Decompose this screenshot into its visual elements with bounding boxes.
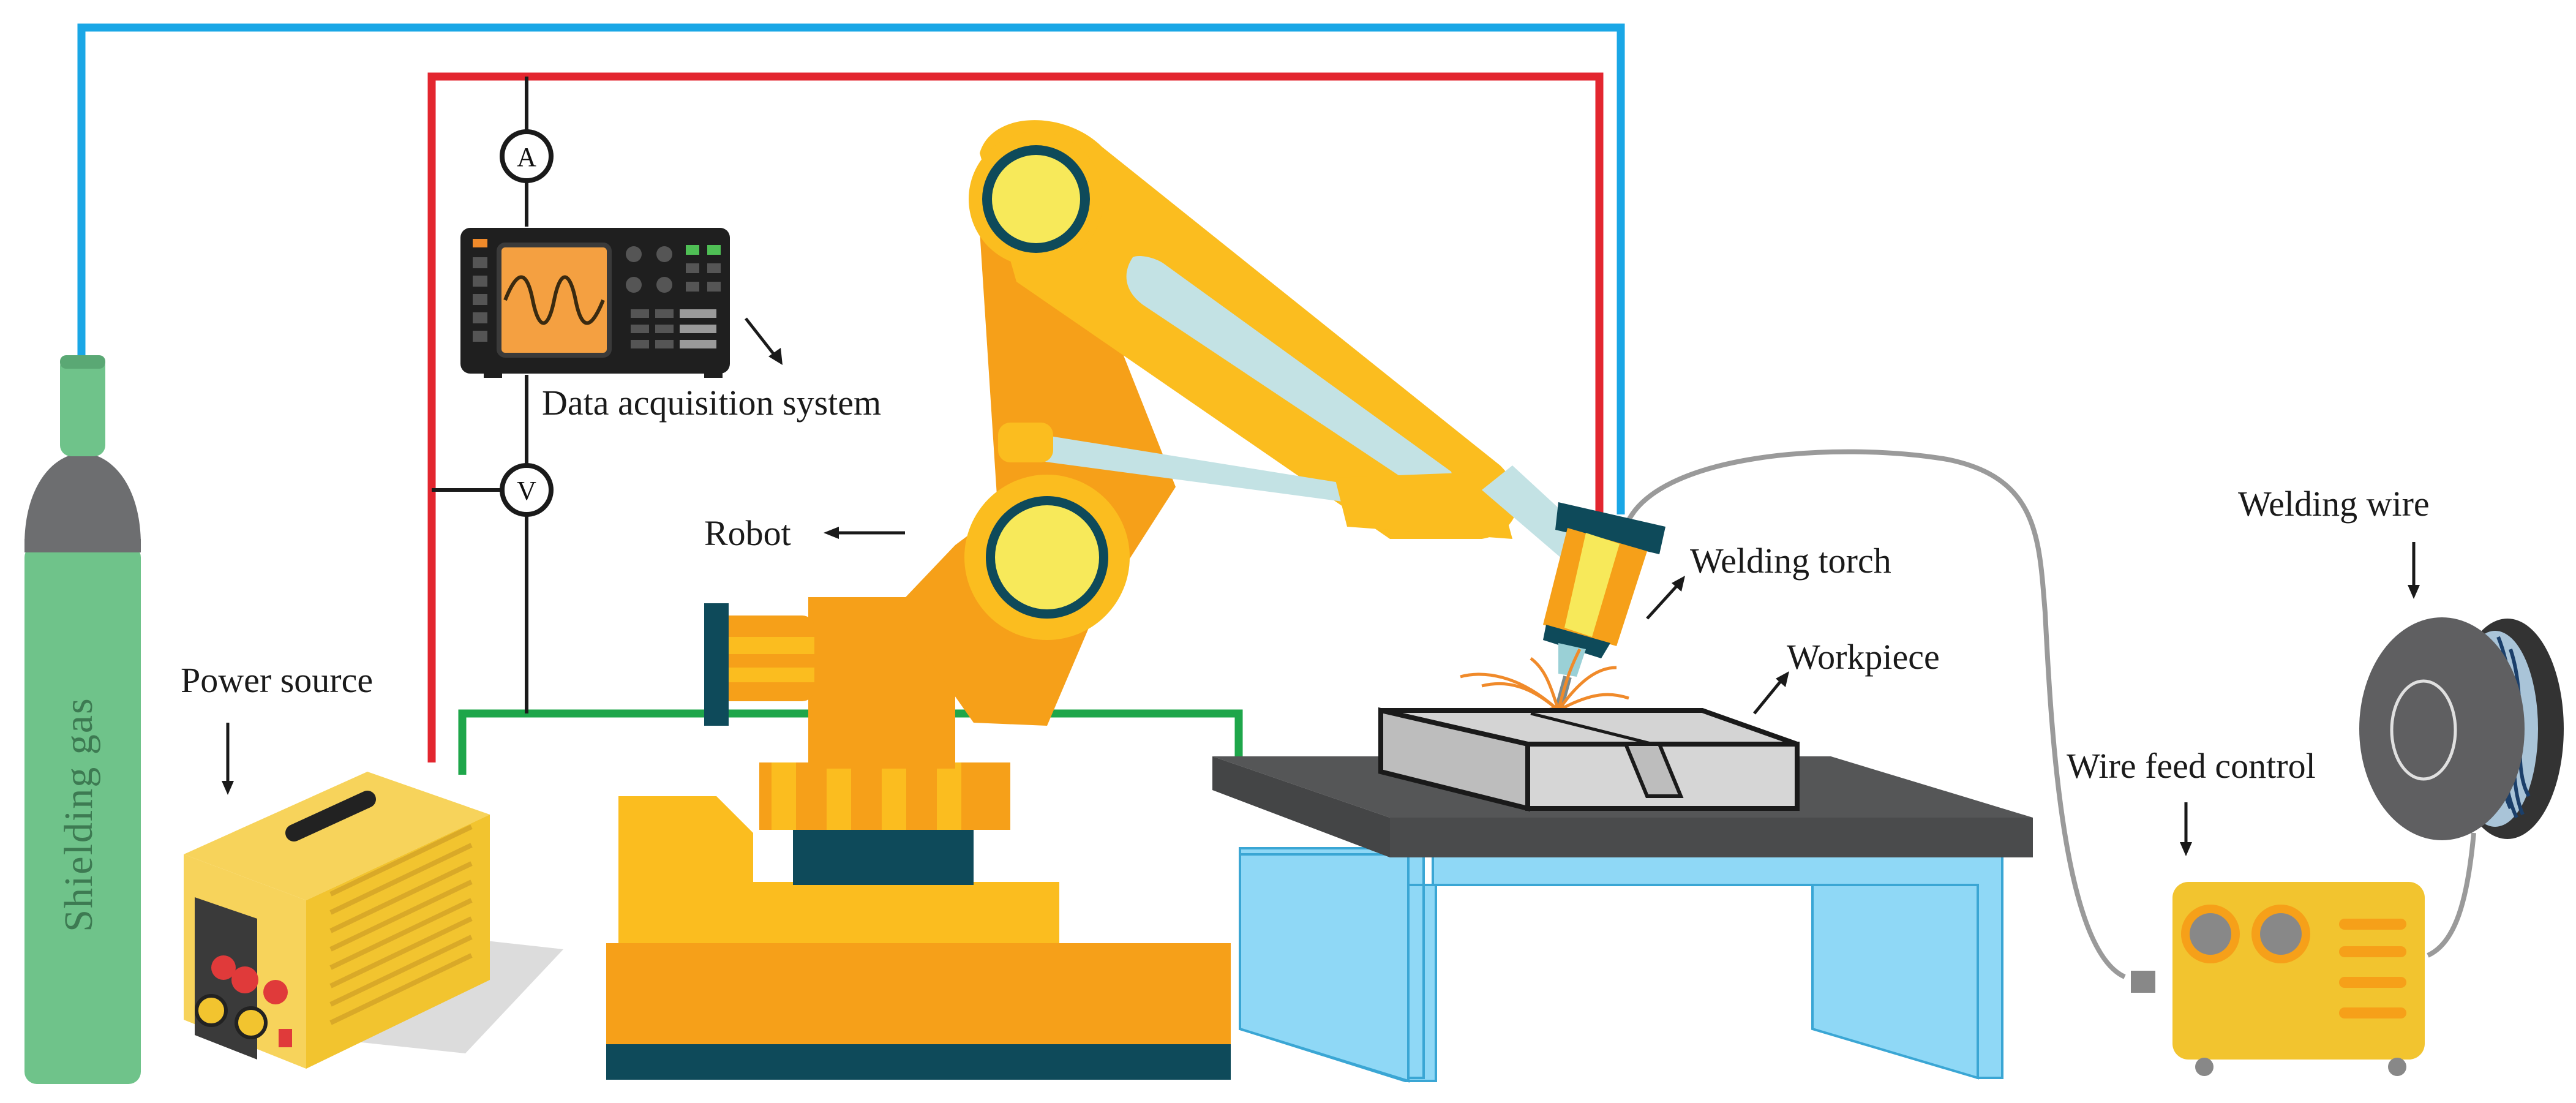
positive-current-line xyxy=(427,72,1604,762)
power-source-label: Power source xyxy=(181,660,373,700)
welding-wire-label: Welding wire xyxy=(2238,484,2430,524)
voltmeter: V xyxy=(500,463,554,517)
wire-feed-control-label: Wire feed control xyxy=(2067,746,2316,786)
arrow-down-icon xyxy=(222,723,234,795)
gas-cylinder-icon: Shielding gas xyxy=(24,355,141,1084)
data-acquisition-label: Data acquisition system xyxy=(542,383,881,423)
welding-torch-label: Welding torch xyxy=(1690,541,1891,581)
robot-label: Robot xyxy=(704,513,791,553)
arrow-up-right-workpiece-icon xyxy=(1753,671,1789,715)
ammeter-symbol: A xyxy=(517,142,536,172)
arrow-down-spool-icon xyxy=(2408,542,2420,599)
spool-cable xyxy=(2427,832,2476,958)
arrow-diagonal-icon xyxy=(745,317,783,365)
voltmeter-symbol: V xyxy=(517,476,536,506)
workpiece-label: Workpiece xyxy=(1787,637,1940,677)
ammeter: A xyxy=(500,129,554,183)
voltmeter-lead xyxy=(432,375,528,713)
welding-arc-sparks xyxy=(1460,648,1629,712)
arrow-up-right-icon xyxy=(1646,576,1685,620)
wire-spool-icon xyxy=(2359,617,2564,840)
shielding-gas-label: Shielding gas xyxy=(56,697,101,932)
welding-power-source-icon xyxy=(184,772,563,1069)
workpiece-block xyxy=(1378,707,1800,812)
shielding-gas-line xyxy=(77,23,1625,514)
arrow-left-icon xyxy=(824,527,905,539)
wire-cable xyxy=(1623,449,2126,979)
wire-feeder-icon xyxy=(2131,882,2425,1076)
arrow-down-feeder-icon xyxy=(2180,802,2192,856)
industrial-robot-arm-icon xyxy=(606,120,1592,1080)
oscilloscope-icon xyxy=(460,228,730,378)
